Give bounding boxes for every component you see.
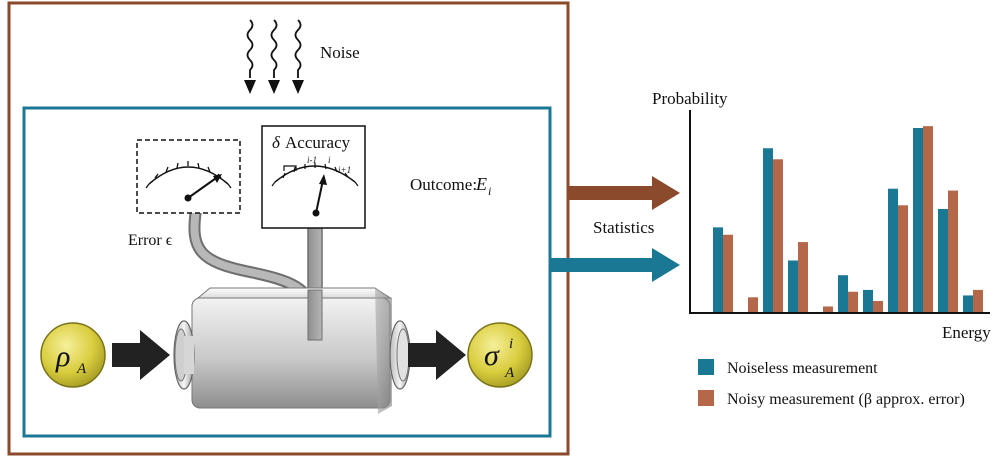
statistics-label: Statistics [593,218,654,237]
statistics-arrow-noiseless [550,248,680,282]
bar-noiseless [763,148,773,312]
accuracy-label: Accuracy [285,133,351,152]
accuracy-meter [261,125,366,229]
legend: Noiseless measurement Noisy measurement … [698,359,965,408]
outcome-subscript: i [488,184,491,198]
bar-noiseless [913,128,923,312]
bar-noisy [823,306,833,312]
legend-swatch-noisy [698,390,714,406]
accuracy-delta: δ [272,133,281,152]
output-state-superscript: i [509,336,513,352]
probability-chart: Probability Energy [652,89,991,342]
legend-label-noiseless: Noiseless measurement [727,360,878,377]
bar-noisy [773,159,783,312]
bar-noiseless [863,289,873,312]
y-axis-label: Probability [652,89,728,108]
noise-arrowheads [244,80,304,94]
output-state-subscript: A [504,365,515,381]
bar-noisy [973,289,983,312]
output-state-symbol: σ [484,339,500,372]
bar-noisy [948,190,958,312]
statistics-arrow-noisy [568,176,680,210]
bar-noiseless [713,227,723,312]
input-arrow [112,330,170,380]
input-state-subscript: A [76,361,87,377]
bar-noiseless [888,188,898,312]
bar-noisy [748,297,758,312]
measurement-device [173,287,411,414]
bar-noisy [848,291,858,312]
bar-noiseless [788,260,798,312]
bar-noiseless [838,275,848,312]
bar-noisy [798,242,808,312]
tick-label-cur: i [328,155,331,165]
input-state-symbol: ρ [55,340,70,373]
tick-label-prev: i-1 [307,155,317,165]
legend-label-noisy: Noisy measurement (β approx. error) [727,391,965,408]
noise-label: Noise [320,43,360,62]
bar-noisy [898,205,908,312]
bar-noisy [723,234,733,312]
x-axis-label: Energy [942,323,991,342]
output-arrow [408,330,466,380]
bar-noiseless [938,208,948,312]
noise-arrows [246,19,302,78]
bar-noisy [923,126,933,312]
input-state-circle [40,322,106,388]
outcome-label: Outcome: [410,175,477,194]
outcome-symbol: E [475,174,487,194]
tick-label-next: i+1 [338,165,351,175]
bar-noisy [873,300,883,312]
bar-noiseless [963,295,973,312]
error-label: Error ϵ [128,232,173,249]
legend-swatch-noiseless [698,359,714,375]
output-state-circle [467,322,533,388]
bars [713,126,983,312]
error-meter [136,139,241,214]
